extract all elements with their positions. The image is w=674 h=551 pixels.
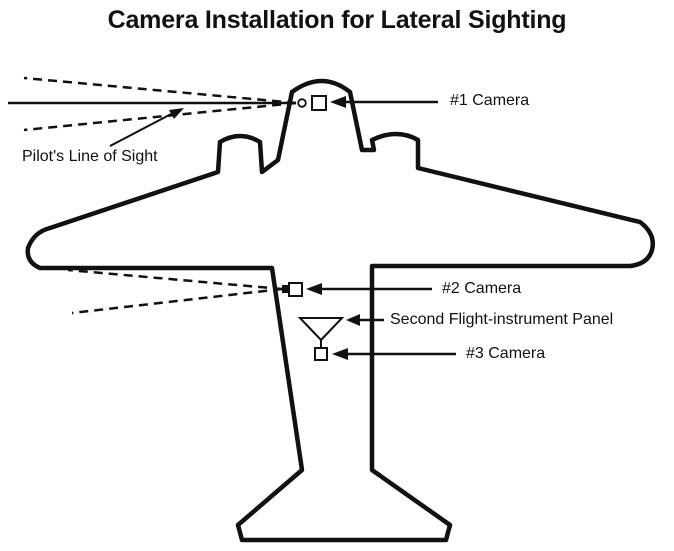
camera-2-label: #2 Camera <box>442 280 522 297</box>
second-panel-label: Second Flight-instrument Panel <box>390 311 614 328</box>
pilot-sight-arrow-line <box>109 111 176 147</box>
camera-1-arrowhead <box>330 96 346 108</box>
camera-3-label: #3 Camera <box>466 345 546 362</box>
camera-2-sight-lower <box>71 287 283 315</box>
camera-1-label: #1 Camera <box>450 92 530 109</box>
pilot-line-of-sight-label: Pilot's Line of Sight <box>22 148 158 165</box>
camera-2-lens-icon <box>282 285 289 293</box>
aircraft-outline <box>25 78 655 543</box>
second-panel-arrowhead <box>346 314 360 326</box>
camera-3-icon <box>314 347 328 361</box>
pilot-sight-arrowhead <box>169 108 184 119</box>
second-panel-icon <box>297 317 345 342</box>
camera-1-icon <box>311 95 327 111</box>
camera-2-icon <box>288 282 303 297</box>
camera-3-arrowhead <box>332 348 348 360</box>
sight-line-upper <box>23 76 297 105</box>
pilot-eye-icon <box>297 98 307 108</box>
diagram-title: Camera Installation for Lateral Sighting <box>107 6 567 34</box>
camera-2-sight-upper <box>67 268 283 291</box>
sight-line-lower <box>23 101 297 132</box>
camera-2-arrowhead <box>306 283 322 295</box>
